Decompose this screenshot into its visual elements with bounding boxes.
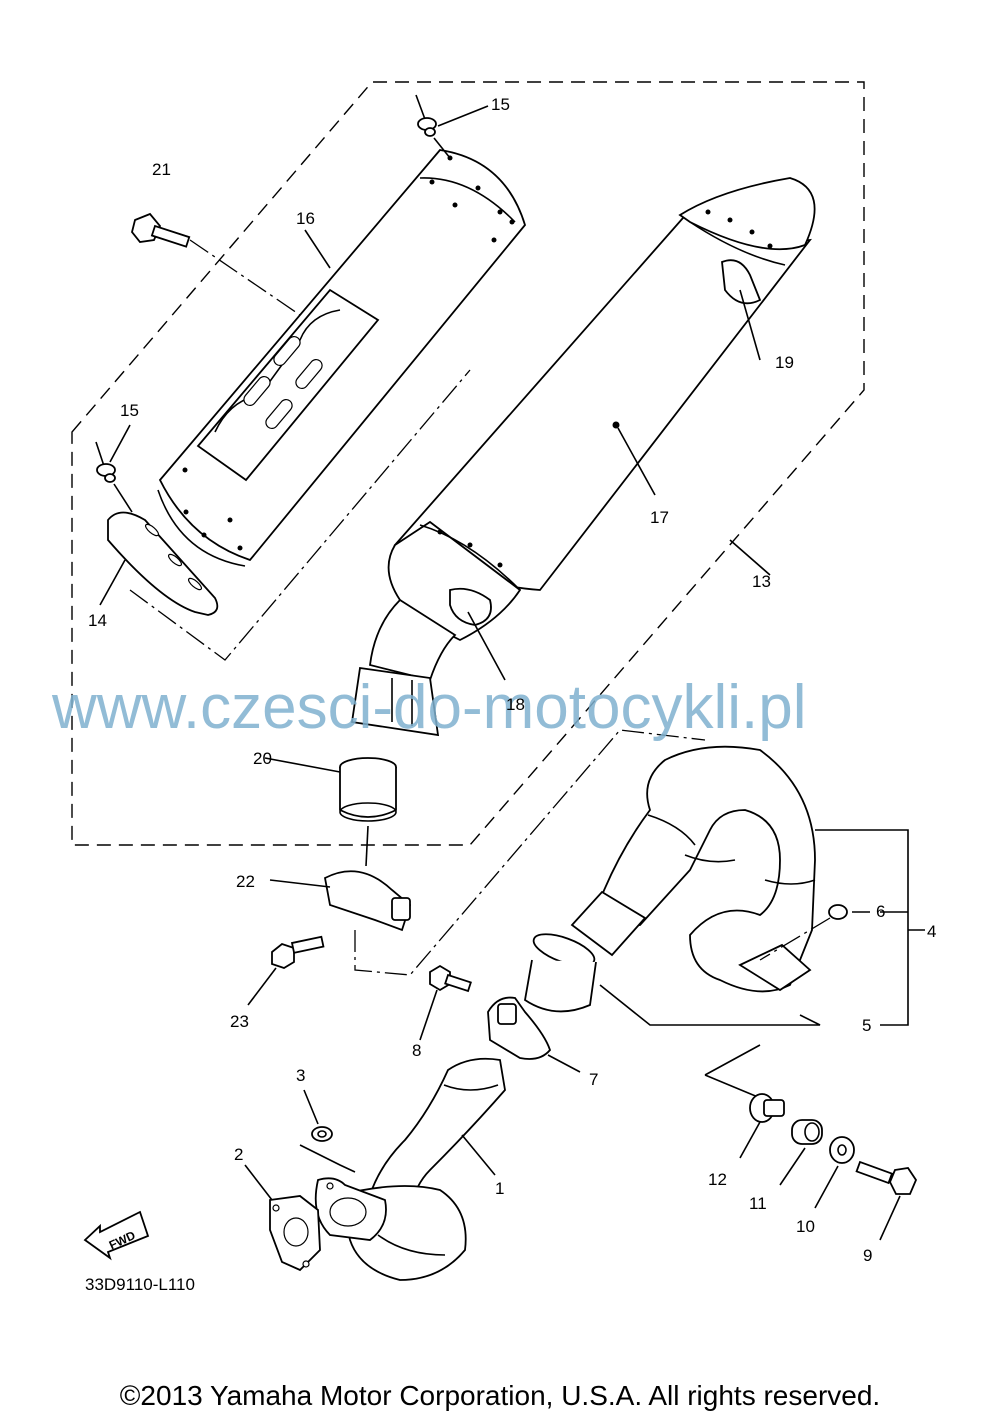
damper-11 [779, 1119, 823, 1186]
callout-19: 19 [775, 353, 794, 372]
clamp-7 [487, 996, 581, 1073]
callout-9: 9 [863, 1246, 872, 1265]
callout-6: 6 [876, 902, 885, 921]
callout-17: 17 [650, 508, 669, 527]
watermark: www.czesci-do-motocykli.pl [51, 673, 807, 742]
rivet-15-top [415, 94, 489, 159]
callout-2: 2 [234, 1145, 243, 1164]
callout-10: 10 [796, 1217, 815, 1236]
bracket-4 [815, 829, 925, 1026]
callout-1: 1 [495, 1179, 504, 1198]
bolt-21 [131, 212, 301, 316]
callout-21: 21 [152, 160, 171, 179]
ring-20 [264, 757, 397, 822]
callout-12: 12 [708, 1170, 727, 1189]
exhaust-parts-diagram: www.czesci-do-motocykli.pl 1 2 3 4 5 6 7… [51, 81, 936, 1294]
callout-4: 4 [927, 922, 936, 941]
bolt-9 [855, 1160, 918, 1241]
leader-bracket-12 [704, 1044, 766, 1101]
bolt-8 [419, 964, 472, 1041]
callout-22: 22 [236, 872, 255, 891]
heat-shield-plate [196, 288, 380, 482]
rivet-15-left [95, 424, 133, 513]
callout-13: 13 [752, 572, 771, 591]
callout-14: 14 [88, 611, 107, 630]
header-pipe-1 [338, 1057, 506, 1281]
callout-16: 16 [296, 209, 315, 228]
bracket-band-14 [99, 369, 471, 661]
callout-23: 23 [230, 1012, 249, 1031]
muffler-body-17 [393, 177, 816, 591]
callout-11: 11 [749, 1194, 767, 1213]
grommet-6 [759, 904, 870, 961]
bolt-23 [247, 729, 706, 1006]
collar-12 [739, 1093, 785, 1159]
callout-5: 5 [862, 1016, 871, 1035]
diagram-code: 33D9110-L110 [85, 1275, 195, 1294]
callout-15-top: 15 [491, 95, 510, 114]
callout-8: 8 [412, 1041, 421, 1060]
muffler-inlet-18 [350, 520, 522, 737]
callout-3: 3 [296, 1066, 305, 1085]
nut-3 [299, 1089, 356, 1173]
flange [314, 1177, 387, 1241]
exhaust-pipe-4 [570, 745, 816, 993]
callout-15-left: 15 [120, 401, 139, 420]
gasket-5 [524, 933, 821, 1026]
gasket-2 [244, 1164, 321, 1272]
callout-20: 20 [253, 749, 272, 768]
callout-18: 18 [506, 695, 525, 714]
muffler-assembly-boundary [71, 81, 865, 846]
washer-10 [814, 1136, 855, 1209]
clamp-22 [269, 825, 412, 932]
callout-7: 7 [589, 1070, 598, 1089]
copyright-notice: ©2013 Yamaha Motor Corporation, U.S.A. A… [119, 1380, 881, 1411]
fwd-arrow-icon: FWD [83, 1210, 150, 1261]
